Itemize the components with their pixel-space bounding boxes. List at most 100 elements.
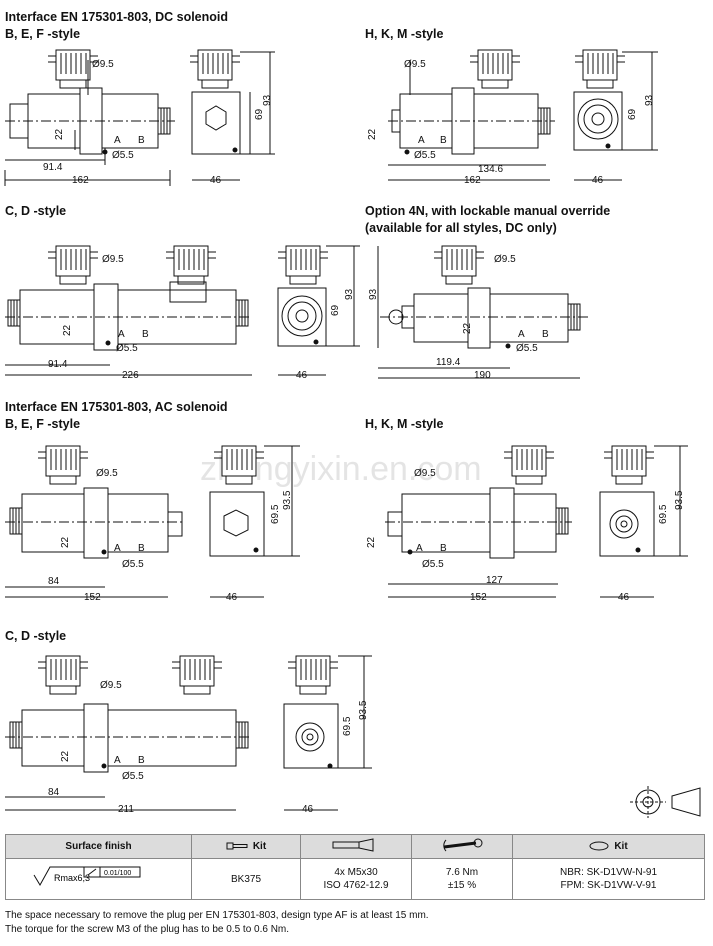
d2-phi95: Ø9.5 xyxy=(404,59,426,70)
a1-a: A xyxy=(114,543,121,554)
bolt-kit-icon xyxy=(226,842,248,850)
footnote-2: The torque for the screw M3 of the plug … xyxy=(5,924,290,935)
a1-phi95: Ø9.5 xyxy=(96,468,118,479)
a2-a: A xyxy=(416,543,423,554)
a3-b: B xyxy=(138,755,145,766)
d2-1346: 134.6 xyxy=(478,164,503,175)
a3-84: 84 xyxy=(48,787,60,798)
d1-phi55: Ø5.5 xyxy=(112,150,134,161)
d3-226: 226 xyxy=(122,370,139,381)
ac-hkm-side-view xyxy=(385,445,572,598)
a3-w46: 46 xyxy=(302,804,314,815)
d4-h93: 93 xyxy=(368,288,379,300)
d4-1194: 119.4 xyxy=(436,357,461,368)
screws-line-1: 4x M5x30 xyxy=(334,867,378,878)
header-screws xyxy=(300,834,412,859)
d1-b: B xyxy=(138,135,145,146)
dc-hkm-end-view xyxy=(573,49,658,181)
option-4n-title: Option 4N, with lockable manual override xyxy=(365,204,611,218)
ac-hkm-end-view xyxy=(599,445,688,598)
d3-b: B xyxy=(142,329,149,340)
d3-phi55: Ø5.5 xyxy=(116,343,138,354)
d1-162: 162 xyxy=(72,175,89,186)
option-4n-subtitle: (available for all styles, DC only) xyxy=(365,221,557,235)
dc-cd-end-view xyxy=(277,245,360,376)
a1-84: 84 xyxy=(48,576,60,587)
a2-h695: 69.5 xyxy=(658,504,669,524)
ac-cd-end-view xyxy=(283,655,372,811)
d1-h93: 93 xyxy=(262,94,273,106)
d2-162: 162 xyxy=(464,175,481,186)
ac-bef-style-label: B, E, F -style xyxy=(5,417,81,431)
d2-b: B xyxy=(440,135,447,146)
header-surface-finish: Surface finish xyxy=(5,834,192,859)
dc-section-title: Interface EN 175301-803, DC solenoid xyxy=(5,10,229,24)
d2-h22: 22 xyxy=(367,128,378,140)
d4-phi55: Ø5.5 xyxy=(516,343,538,354)
d3-h22: 22 xyxy=(62,324,73,336)
d1-h69: 69 xyxy=(254,108,265,120)
dc-bef-end-view xyxy=(189,49,275,181)
a2-w46: 46 xyxy=(618,592,630,603)
a2-phi55: Ø5.5 xyxy=(422,559,444,570)
d4-190: 190 xyxy=(474,370,491,381)
seal-kit-fpm: FPM: SK-D1VW-V-91 xyxy=(560,880,657,891)
a3-a: A xyxy=(114,755,121,766)
torque-wrench-icon xyxy=(443,838,483,852)
a3-h935: 93.5 xyxy=(358,700,369,720)
d4-phi95: Ø9.5 xyxy=(494,254,516,265)
a1-h22: 22 xyxy=(60,536,71,548)
a2-127: 127 xyxy=(486,575,503,586)
header-torque xyxy=(411,834,513,859)
a1-b: B xyxy=(138,543,145,554)
d1-914: 91.4 xyxy=(43,162,63,173)
ac-bef-end-view xyxy=(209,445,300,598)
torque-line-1: 7.6 Nm xyxy=(445,867,479,878)
a1-h695: 69.5 xyxy=(270,504,281,524)
specification-table: Surface finish Kit Kit Rmax6,3 0.01/100 … xyxy=(5,834,705,900)
a2-h22: 22 xyxy=(366,536,377,548)
d3-h93: 93 xyxy=(344,288,355,300)
d1-w46: 46 xyxy=(210,175,222,186)
d4-b: B xyxy=(542,329,549,340)
d1-a: A xyxy=(114,135,121,146)
d3-w46: 46 xyxy=(296,370,308,381)
a2-b: B xyxy=(440,543,447,554)
d3-phi95: Ø9.5 xyxy=(102,254,124,265)
d3-914: 91.4 xyxy=(48,359,68,370)
seal-kit-nbr: NBR: SK-D1VW-N-91 xyxy=(559,867,658,878)
dc-bef-side-view xyxy=(4,49,175,186)
d4-h22: 22 xyxy=(462,322,473,334)
tolerance-value: 0.01/100 xyxy=(104,870,131,877)
screw-gauge-icon xyxy=(332,838,374,852)
dc-cd-side-view xyxy=(5,245,252,376)
kit-cell: BK375 xyxy=(191,858,301,900)
a3-h22: 22 xyxy=(60,750,71,762)
ac-section-title: Interface EN 175301-803, AC solenoid xyxy=(5,400,228,414)
a1-phi55: Ø5.5 xyxy=(122,559,144,570)
ac-cd-style-label: C, D -style xyxy=(5,629,67,643)
ac-cd-side-view xyxy=(5,655,252,811)
a3-211: 211 xyxy=(118,804,134,815)
projection-symbol xyxy=(630,786,701,818)
d3-a: A xyxy=(118,329,125,340)
header-seal-kit-label: Kit xyxy=(614,841,628,852)
header-seal-kit: Kit xyxy=(512,834,705,859)
technical-drawings: zhongyixin.en.com Ø9.5 22 A B Ø5.5 91.4 … xyxy=(4,49,701,818)
option-4n-side-view xyxy=(377,245,588,379)
d1-phi95: Ø9.5 xyxy=(92,59,114,70)
d2-h93: 93 xyxy=(644,94,655,106)
table-header-row: Surface finish Kit Kit xyxy=(5,834,705,859)
rmax-value: Rmax6,3 xyxy=(54,873,90,883)
dc-cd-style-label: C, D -style xyxy=(5,204,67,218)
seal-ring-icon xyxy=(589,841,609,851)
a3-h695: 69.5 xyxy=(342,716,353,736)
surface-finish-cell: Rmax6,3 0.01/100 xyxy=(5,858,192,900)
screws-line-2: ISO 4762-12.9 xyxy=(323,880,389,891)
header-kit: Kit xyxy=(191,834,301,859)
d3-h69: 69 xyxy=(330,304,341,316)
d2-h69: 69 xyxy=(627,108,638,120)
